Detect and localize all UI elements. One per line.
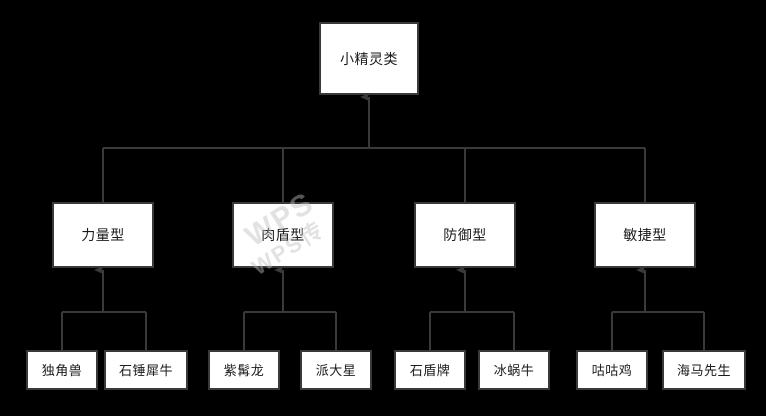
node-type-2-label: 肉盾型 <box>261 227 305 243</box>
node-leaf-8[interactable]: 海马先生 <box>662 350 746 390</box>
node-type-4[interactable]: 敏捷型 <box>594 202 696 268</box>
node-root-label: 小精灵类 <box>340 50 398 67</box>
node-type-3[interactable]: 防御型 <box>414 202 516 268</box>
node-leaf-5-label: 石盾牌 <box>409 362 451 378</box>
node-type-2[interactable]: 肉盾型 <box>232 202 334 268</box>
node-leaf-3[interactable]: 紫髯龙 <box>208 350 280 390</box>
node-leaf-4[interactable]: 派大星 <box>300 350 372 390</box>
connector-group <box>61 92 705 350</box>
node-type-1-label: 力量型 <box>81 227 125 243</box>
node-leaf-4-label: 派大星 <box>315 362 357 378</box>
node-type-1[interactable]: 力量型 <box>52 202 154 268</box>
node-type-4-label: 敏捷型 <box>623 227 667 243</box>
node-leaf-5[interactable]: 石盾牌 <box>394 350 466 390</box>
node-leaf-8-label: 海马先生 <box>676 362 731 378</box>
node-leaf-7[interactable]: 咕咕鸡 <box>576 350 648 390</box>
node-leaf-6[interactable]: 冰蜗牛 <box>478 350 550 390</box>
node-leaf-1-label: 独角兽 <box>41 362 83 378</box>
node-leaf-2[interactable]: 石锤犀牛 <box>104 350 188 390</box>
node-root[interactable]: 小精灵类 <box>319 22 419 95</box>
node-leaf-1[interactable]: 独角兽 <box>26 350 98 390</box>
node-leaf-3-label: 紫髯龙 <box>223 362 265 378</box>
node-type-3-label: 防御型 <box>443 227 487 243</box>
node-leaf-2-label: 石锤犀牛 <box>118 362 173 378</box>
node-leaf-6-label: 冰蜗牛 <box>493 362 535 378</box>
node-leaf-7-label: 咕咕鸡 <box>591 362 633 378</box>
